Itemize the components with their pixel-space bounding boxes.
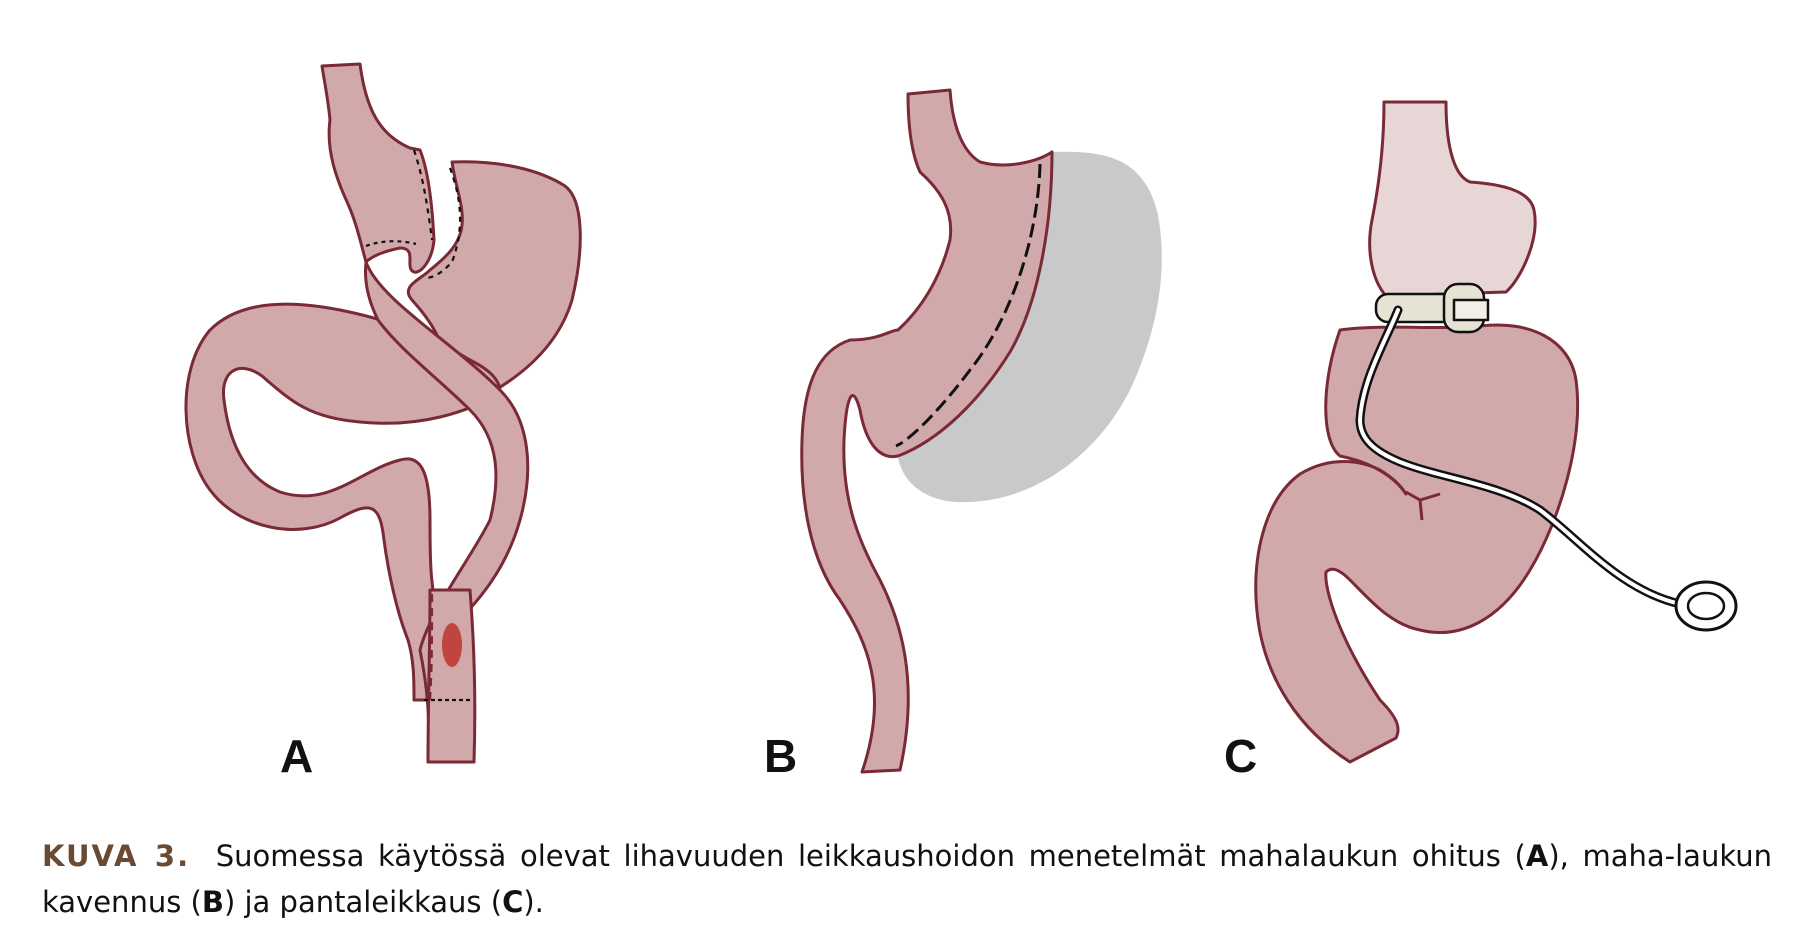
panel-c-gastric-band: [1254, 100, 1738, 764]
caption-ref-c: C: [502, 885, 524, 919]
stomach-fold: [1405, 490, 1441, 521]
caption-ref-b: B: [201, 885, 224, 919]
caption-figure-number: KUVA 3.: [42, 839, 191, 873]
sleeve-stomach: [800, 88, 1054, 774]
caption-text-1: Suomessa käytössä olevat lihavuuden leik…: [202, 839, 1526, 873]
esophagus-and-pouch: [320, 62, 436, 274]
panel-label-c: C: [1224, 730, 1257, 782]
sleeve-staple-line: [895, 163, 1042, 448]
biliopancreatic-limb: [184, 302, 502, 702]
staple-lines: [365, 149, 470, 702]
figure-caption: KUVA 3. Suomessa käytössä olevat lihavuu…: [42, 833, 1772, 925]
caption-ref-a: A: [1525, 839, 1549, 873]
caption-text-4: ).: [523, 885, 544, 919]
panel-label-b: B: [764, 730, 797, 782]
panel-label-a: A: [280, 730, 313, 782]
removed-stomach: [898, 151, 1162, 503]
common-channel: [426, 588, 477, 764]
panel-b-sleeve-gastrectomy: [800, 88, 1162, 774]
anastomosis-ulcer-spot: [442, 623, 462, 667]
lower-stomach: [1254, 323, 1580, 764]
panel-a-gastric-bypass: [184, 62, 582, 764]
upper-gastric-pouch: [1368, 100, 1537, 298]
caption-text-2: ), maha-laukun kavennus (: [42, 839, 1772, 919]
caption-text-3: ) ja pantaleikkaus (: [223, 885, 503, 919]
